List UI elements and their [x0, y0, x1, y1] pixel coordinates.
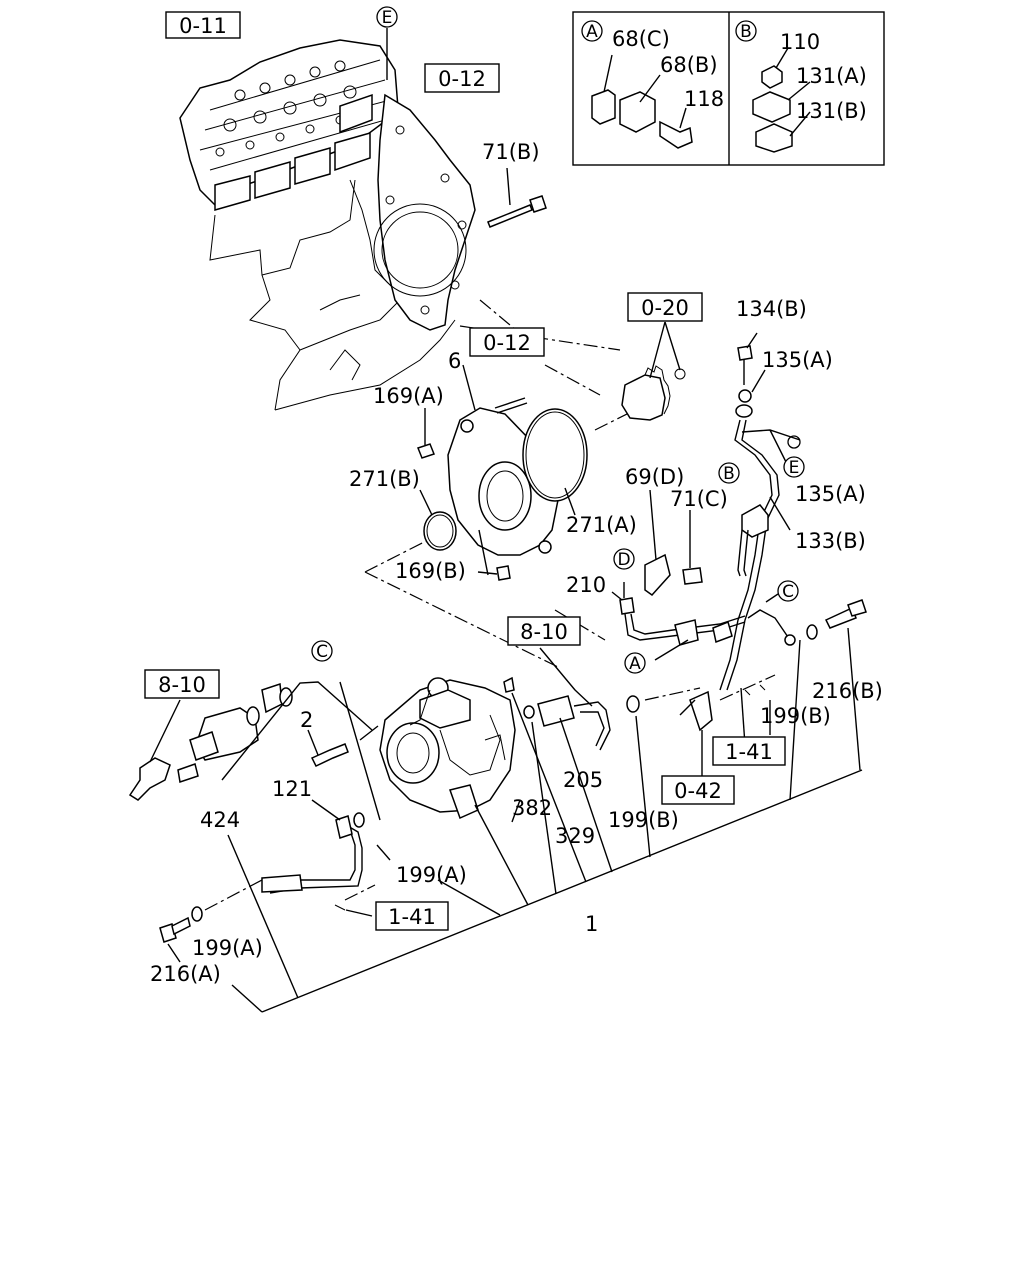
svg-text:E: E — [382, 8, 393, 28]
part-label: 199(A) — [396, 863, 467, 887]
part-label: 271(B) — [349, 467, 420, 491]
svg-text:C: C — [316, 642, 328, 662]
ref-label: 0-20 — [641, 296, 689, 320]
ref-box-0-12-top: 0-12 — [424, 63, 500, 93]
part-label: 2 — [300, 708, 313, 732]
ref-label: 0-12 — [483, 331, 531, 355]
callout-e-right: E — [783, 456, 805, 478]
part-label: 69(D) — [625, 465, 684, 489]
part-label: 118 — [684, 87, 724, 111]
part-label: 135(A) — [795, 482, 866, 506]
pump-flange-drawing — [364, 167, 686, 669]
engine-block-drawing — [179, 39, 476, 411]
part-label: 199(B) — [608, 808, 679, 832]
part-label: 329 — [555, 824, 595, 848]
ref-label: 0-42 — [674, 779, 722, 803]
part-label: 121 — [272, 777, 312, 801]
callout-c-left: C — [311, 640, 333, 662]
part-label: 205 — [563, 768, 603, 792]
part-label: 134(B) — [736, 297, 807, 321]
part-label: 210 — [566, 573, 606, 597]
reference-boxes: 0-11 0-12 0-12 0-20 8-10 8-10 1-41 0-42 — [144, 11, 786, 931]
part-label: 131(A) — [796, 64, 867, 88]
ref-label: 1-41 — [725, 740, 773, 764]
assembly-leader-lines — [227, 627, 863, 1013]
ref-label: 0-12 — [438, 67, 486, 91]
svg-text:A: A — [586, 22, 598, 42]
callout-d: D — [613, 548, 635, 570]
part-label: 110 — [780, 30, 820, 54]
callout-a-inset: A — [581, 20, 603, 42]
callout-e-top: E — [376, 6, 398, 80]
ref-box-0-42: 0-42 — [661, 775, 735, 805]
ref-box-8-10-left: 8-10 — [144, 669, 220, 699]
part-label: 424 — [200, 808, 240, 832]
circled-callouts: E A B E B D C A — [311, 6, 805, 674]
part-label: 6 — [448, 349, 461, 373]
ref-box-0-20: 0-20 — [627, 292, 703, 322]
svg-text:C: C — [782, 582, 794, 602]
part-label: 382 — [512, 796, 552, 820]
part-label: 169(A) — [373, 384, 444, 408]
part-label: 216(A) — [150, 962, 221, 986]
ref-box-1-41-right: 1-41 — [712, 736, 786, 766]
callout-a-pipe: A — [624, 652, 646, 674]
svg-text:B: B — [723, 464, 735, 484]
detail-inset — [572, 11, 885, 166]
part-label: 131(B) — [796, 99, 867, 123]
part-label: 169(B) — [395, 559, 466, 583]
part-label: 68(C) — [612, 27, 670, 51]
ref-label: 1-41 — [388, 905, 436, 929]
ref-label: 8-10 — [520, 620, 568, 644]
callout-b-inset: B — [735, 20, 757, 42]
callout-b-right: B — [718, 462, 740, 484]
part-label: 71(B) — [482, 140, 540, 164]
svg-text:A: A — [629, 654, 641, 674]
part-label: 71(C) — [670, 487, 728, 511]
part-label: 271(A) — [566, 513, 637, 537]
ref-box-0-12-mid: 0-12 — [469, 327, 545, 357]
ref-label: 8-10 — [158, 673, 206, 697]
part-label: 133(B) — [795, 529, 866, 553]
ref-box-0-11: 0-11 — [165, 11, 241, 39]
callout-c-right: C — [777, 580, 799, 602]
part-label: 1 — [585, 912, 598, 936]
injection-pump-drawing — [128, 647, 611, 963]
part-label: 135(A) — [762, 348, 833, 372]
part-label: 216(B) — [812, 679, 883, 703]
svg-text:D: D — [617, 550, 630, 570]
ref-box-1-41-bottom: 1-41 — [375, 901, 449, 931]
part-label: 68(B) — [660, 53, 718, 77]
fuel-pipes-drawing — [611, 332, 867, 778]
svg-text:B: B — [740, 22, 752, 42]
part-label: 199(A) — [192, 936, 263, 960]
svg-text:E: E — [789, 458, 800, 478]
part-labels: 68(C) 68(B) 118 110 131(A) 131(B) 71(B) … — [150, 27, 883, 986]
ref-box-8-10-mid: 8-10 — [507, 616, 581, 646]
ref-label: 0-11 — [179, 14, 227, 38]
part-label: 199(B) — [760, 704, 831, 728]
